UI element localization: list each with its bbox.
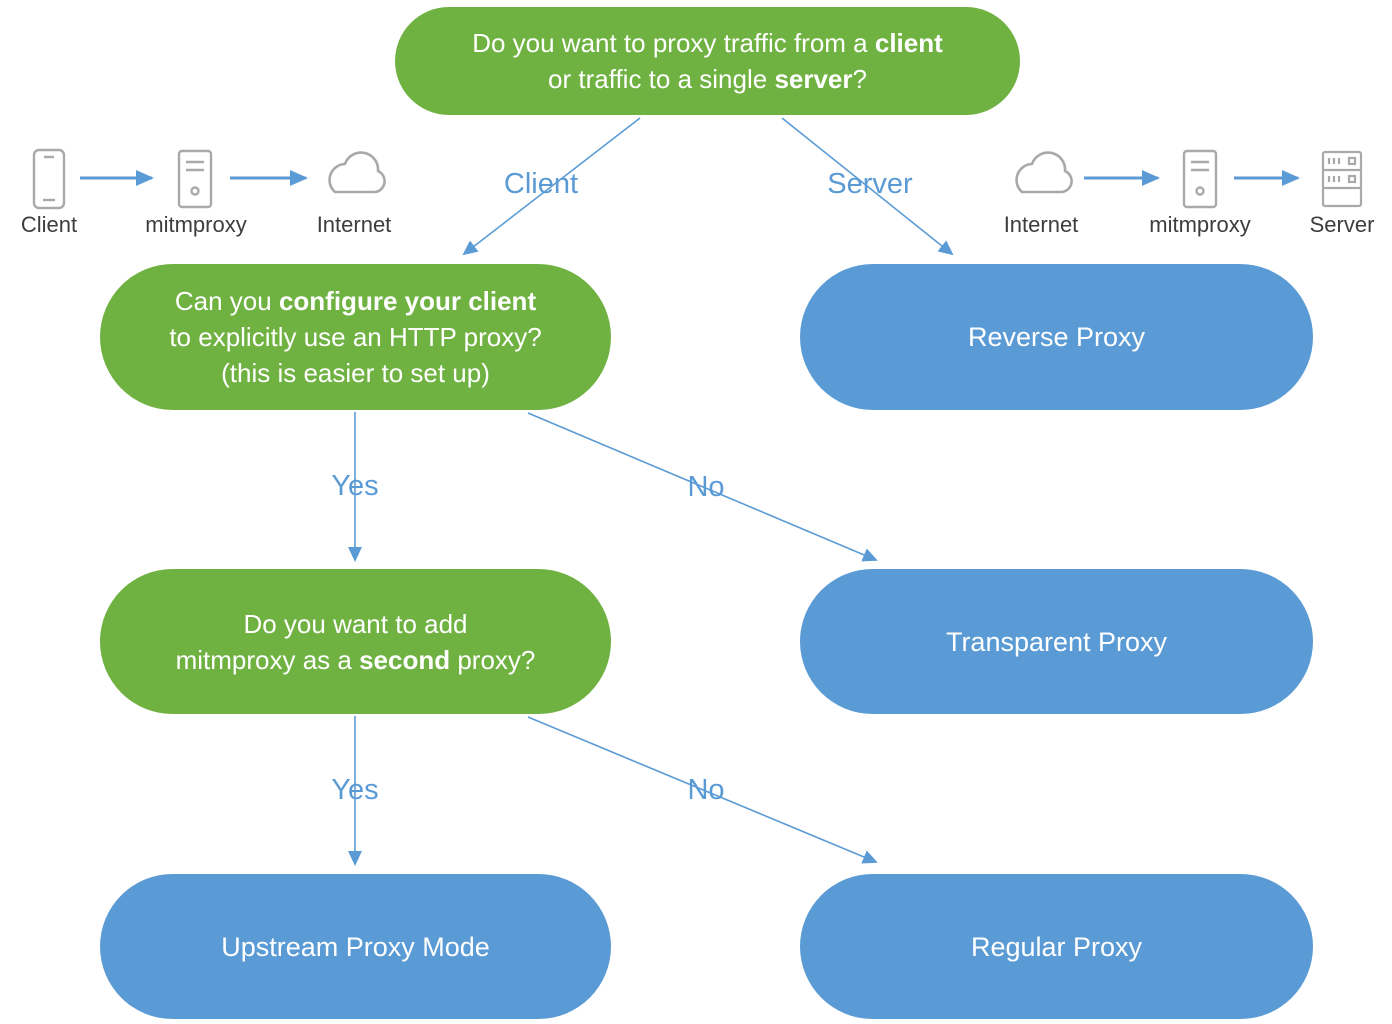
text-segment: or traffic to a single bbox=[548, 64, 775, 94]
result-label: Reverse Proxy bbox=[967, 322, 1146, 352]
phone-icon bbox=[30, 148, 68, 210]
question-line: Can you configure your client bbox=[175, 283, 536, 319]
question-line: to explicitly use an HTTP proxy? bbox=[169, 322, 542, 352]
node-reverse-proxy: Reverse Proxy bbox=[800, 264, 1313, 410]
caption-mitmproxy-right: mitmproxy bbox=[1149, 212, 1251, 237]
caption-internet-left: Internet bbox=[316, 212, 392, 237]
text-segment: Can you bbox=[174, 286, 279, 316]
question-line: Do you want to proxy traffic from a clie… bbox=[472, 25, 943, 61]
node-upstream-proxy-mode: Upstream Proxy Mode bbox=[100, 874, 611, 1019]
server-tower-icon bbox=[172, 149, 218, 209]
text-segment: mitmproxy as a bbox=[175, 644, 360, 675]
result-label: Transparent Proxy bbox=[945, 626, 1168, 657]
cloud-icon bbox=[1005, 150, 1081, 198]
label-no-1: No bbox=[687, 471, 725, 503]
label-yes-2: Yes bbox=[331, 774, 379, 806]
question-line: Do you want to add bbox=[243, 608, 468, 639]
node-transparent-proxy: Transparent Proxy bbox=[800, 569, 1313, 714]
caption-internet-right: Internet bbox=[1003, 212, 1079, 237]
text-segment: ? bbox=[852, 64, 867, 94]
question-line: or traffic to a single server? bbox=[548, 61, 867, 97]
cloud-icon bbox=[318, 150, 394, 198]
server-rack-icon bbox=[1319, 149, 1365, 209]
node-root-question: Do you want to proxy traffic from a clie… bbox=[395, 7, 1020, 115]
server-tower-icon bbox=[1177, 149, 1223, 209]
label-server-branch: Server bbox=[827, 168, 913, 200]
label-no-2: No bbox=[687, 774, 725, 806]
text-segment-bold: client bbox=[874, 28, 943, 58]
label-client-branch: Client bbox=[503, 168, 579, 200]
text-segment: Do you want to proxy traffic from a bbox=[472, 28, 875, 58]
question-line: (this is easier to set up) bbox=[221, 358, 490, 388]
result-label: Upstream Proxy Mode bbox=[221, 931, 490, 962]
text-segment-bold: server bbox=[774, 64, 853, 94]
text-segment-bold: configure your client bbox=[278, 286, 537, 316]
node-second-proxy-question: Do you want to add mitmproxy as a second… bbox=[100, 569, 611, 714]
caption-client: Client bbox=[20, 212, 78, 237]
text-segment-bold: second bbox=[359, 644, 451, 675]
result-label: Regular Proxy bbox=[970, 931, 1143, 962]
caption-server: Server bbox=[1309, 212, 1375, 237]
text-segment: proxy? bbox=[450, 644, 536, 675]
question-line: mitmproxy as a second proxy? bbox=[176, 642, 536, 678]
caption-mitmproxy-left: mitmproxy bbox=[145, 212, 247, 237]
node-regular-proxy: Regular Proxy bbox=[800, 874, 1313, 1019]
label-yes-1: Yes bbox=[331, 470, 379, 502]
node-client-question: Can you configure your client to explici… bbox=[100, 264, 611, 410]
